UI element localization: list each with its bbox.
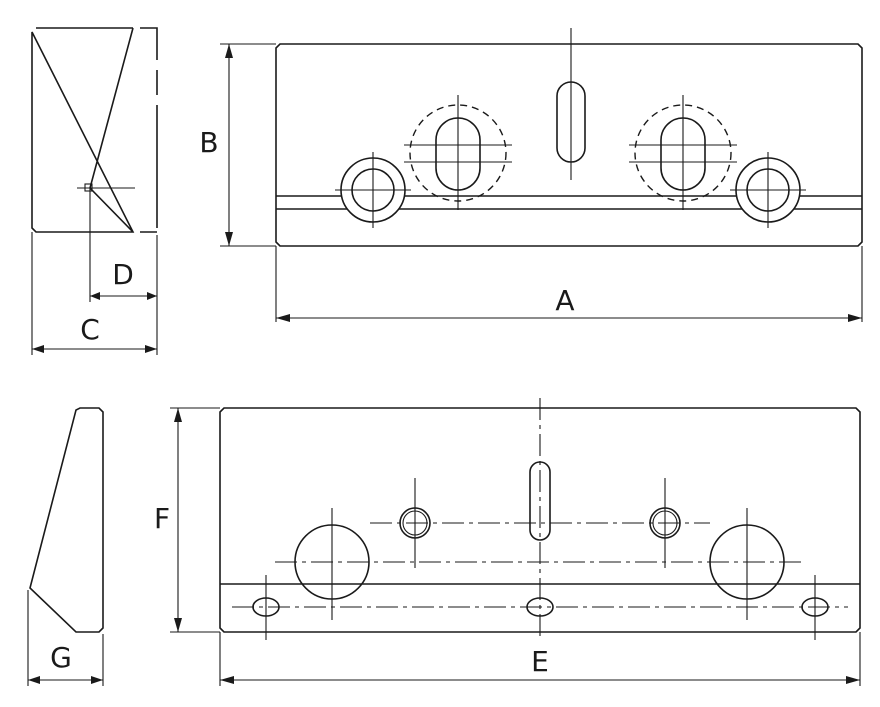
dimension-label-b: B — [199, 126, 219, 159]
dimension-label-d: D — [112, 258, 134, 291]
dimension-label-g: G — [50, 641, 72, 674]
front-view-lower — [170, 398, 861, 686]
front-view-upper — [220, 28, 863, 322]
side-view-upper — [31, 27, 158, 355]
dimension-label-c: C — [80, 313, 100, 346]
dimension-label-a: A — [555, 284, 575, 317]
side-view-lower — [27, 407, 104, 686]
dimension-label-e: E — [531, 645, 549, 678]
dimension-label-f: F — [153, 502, 171, 535]
